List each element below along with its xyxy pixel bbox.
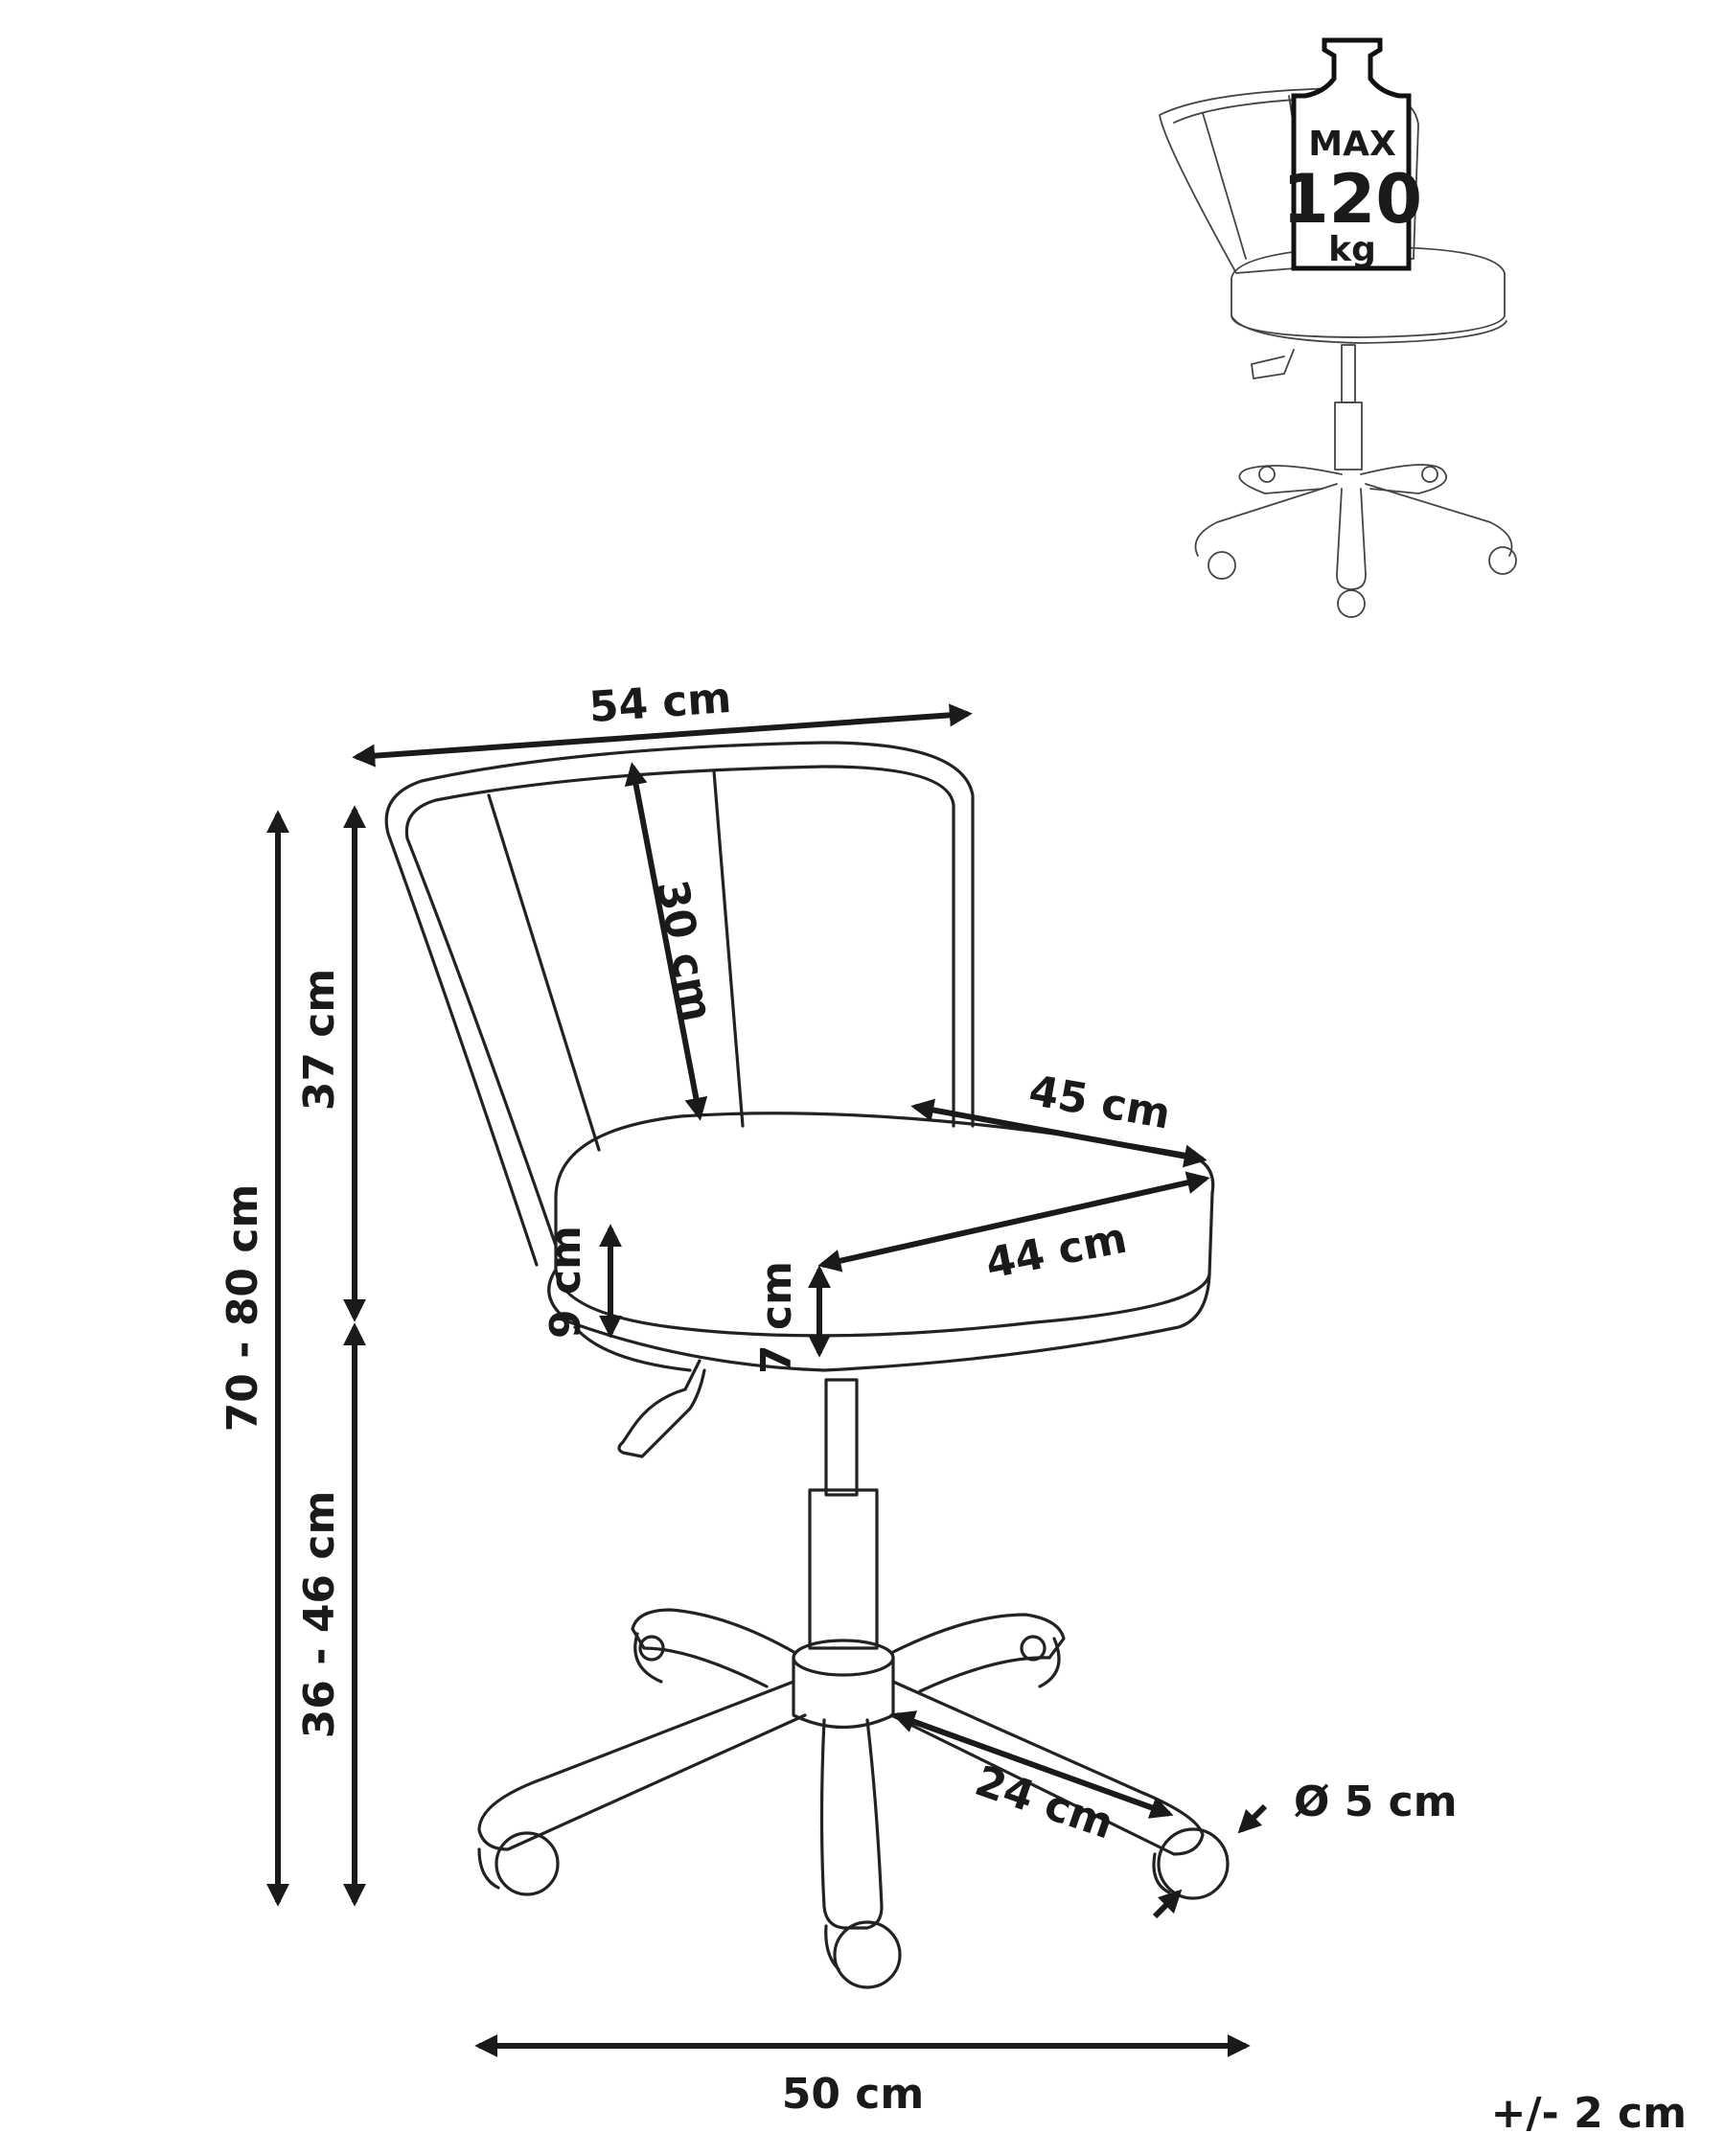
dim-total-height: 70 - 80 cm — [218, 1184, 267, 1433]
small-chair-illustration — [1159, 87, 1517, 618]
dim-back-height: 37 cm — [295, 969, 344, 1111]
dim-wheel-diameter: Ø 5 cm — [1294, 1778, 1458, 1826]
dim-tolerance: +/- 2 cm — [1491, 2089, 1687, 2138]
dim-width-top: 54 cm — [587, 674, 733, 732]
dim-base-width: 50 cm — [782, 2070, 924, 2119]
dimension-arrows — [266, 703, 1268, 2057]
dim-cushion-front: 7 cm — [752, 1261, 801, 1374]
weight-unit: kg — [1328, 230, 1376, 269]
dim-seat-height: 36 - 46 cm — [295, 1491, 344, 1739]
dim-backrest-height: 30 cm — [647, 876, 722, 1024]
weight-value: 120 — [1282, 160, 1422, 239]
weight-max-label: MAX — [1308, 125, 1396, 164]
weight-badge: MAX 120 kg — [1282, 37, 1422, 271]
dim-cushion-side: 9 cm — [541, 1226, 590, 1339]
